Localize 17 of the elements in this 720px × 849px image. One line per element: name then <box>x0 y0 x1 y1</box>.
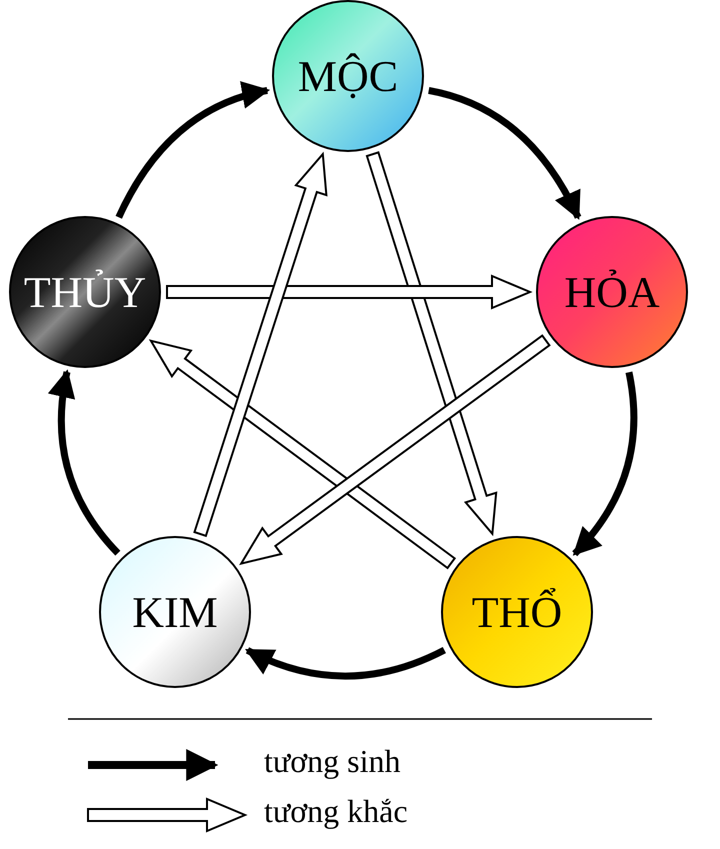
hollow-arrow <box>366 151 498 536</box>
hollow-arrow <box>148 339 456 570</box>
hollow-arrow <box>193 152 328 538</box>
element-name: THỔ <box>472 586 562 638</box>
arrow <box>116 82 270 219</box>
hollow-arrow <box>166 274 533 310</box>
arrow <box>48 369 120 556</box>
hollow-arrow <box>239 334 551 566</box>
legend-label: tương khắc <box>264 793 408 830</box>
arrow <box>428 86 582 220</box>
arrow <box>244 646 446 680</box>
element-name: KIM <box>132 586 218 638</box>
element-name: THỦY <box>24 266 146 318</box>
element-name: HỎA <box>564 266 660 318</box>
arrow <box>572 372 638 556</box>
legend-label: tương sinh <box>264 743 400 780</box>
element-name: MỘC <box>298 50 398 102</box>
